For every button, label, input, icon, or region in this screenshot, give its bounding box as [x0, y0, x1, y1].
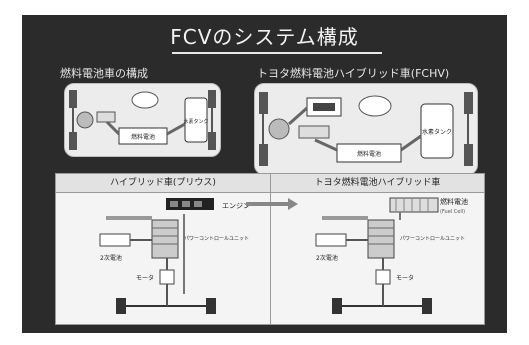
- wheel-icon: [206, 298, 216, 314]
- wheel-icon: [464, 144, 473, 166]
- pcu-label: パワーコントロールユニット: [184, 236, 249, 242]
- wheel-icon: [116, 298, 126, 314]
- fc-stack-box: [336, 143, 402, 163]
- battery-cells: [313, 103, 335, 111]
- motor-box: [375, 269, 391, 285]
- battery-label: 2次電池: [100, 254, 122, 262]
- fchv-diagram-panel: 燃料電池 水素タンク: [254, 83, 478, 175]
- hydrogen-tank-label: 水素タンク: [183, 118, 208, 125]
- slide: FCVのシステム構成 燃料電池車の構成 トヨタ燃料電池ハイブリッド車(FCHV)…: [22, 15, 507, 333]
- slide-title: FCVのシステム構成: [170, 25, 359, 49]
- comparison-panel: ハイブリッド車(プリウス) トヨタ燃料電池ハイブリッド車 エンジン パワーコント…: [55, 173, 485, 325]
- battery-box: [99, 233, 131, 247]
- fcv-diagram: 燃料電池 水素タンク: [69, 90, 216, 150]
- flow-arrow: [288, 106, 308, 126]
- flow-arrow: [314, 138, 338, 152]
- pcu-box: [151, 219, 179, 259]
- wheel-icon: [332, 298, 342, 314]
- fuel-cell-label: 燃料電池: [440, 197, 468, 206]
- hydrogen-tank-label: 水素タンク: [422, 128, 452, 136]
- hydrogen-tank-box: [420, 103, 454, 159]
- wheel-icon: [208, 132, 216, 150]
- flow-arrow: [166, 122, 186, 136]
- fcv-diagram-panel: 燃料電池 水素タンク: [64, 83, 221, 157]
- battery-box: [315, 233, 347, 247]
- comparison-diagram: エンジン パワーコントロールユニット 2次電池 モータ: [99, 197, 468, 314]
- title-underline: [172, 52, 382, 54]
- pcu-box: [367, 219, 395, 259]
- motor-icon: [268, 118, 290, 140]
- pcu-label: パワーコントロールユニット: [400, 236, 465, 242]
- inverter-icon: [298, 125, 330, 139]
- comparison-divider: [270, 174, 271, 324]
- fc-stack-label: 燃料電池: [357, 150, 381, 158]
- motor-label: モータ: [136, 274, 154, 282]
- wheel-icon: [422, 298, 432, 314]
- comparison-heading-left: ハイブリッド車(プリウス): [56, 174, 270, 193]
- section-heading-left: 燃料電池車の構成: [60, 67, 148, 80]
- motor-icon: [76, 111, 94, 129]
- flow-arrow: [400, 134, 422, 152]
- wheel-icon: [69, 132, 77, 150]
- engine-label: エンジン: [222, 202, 250, 210]
- fuel-cell-box: [389, 197, 439, 213]
- motor-box: [159, 269, 175, 285]
- flow-arrow: [105, 120, 121, 136]
- hydrogen-tank-box: [184, 97, 208, 143]
- inverter-icon: [96, 111, 116, 123]
- motor-label: モータ: [396, 274, 414, 282]
- wheel-icon: [69, 90, 77, 108]
- fuel-cell-en-label: (Fuel Cell): [440, 209, 465, 215]
- air-icon: [131, 91, 159, 109]
- comparison-heading-right: トヨタ燃料電池ハイブリッド車: [271, 174, 484, 193]
- wheel-icon: [259, 144, 268, 166]
- wheel-icon: [259, 92, 268, 114]
- fc-stack-box: [118, 127, 168, 145]
- wheel-icon: [464, 92, 473, 114]
- air-icon: [358, 95, 392, 117]
- wheel-icon: [208, 90, 216, 108]
- fchv-diagram: 燃料電池 水素タンク: [259, 92, 473, 166]
- battery-label: 2次電池: [316, 254, 338, 262]
- fc-stack-label: 燃料電池: [131, 133, 155, 141]
- section-heading-right: トヨタ燃料電池ハイブリッド車(FCHV): [257, 67, 450, 80]
